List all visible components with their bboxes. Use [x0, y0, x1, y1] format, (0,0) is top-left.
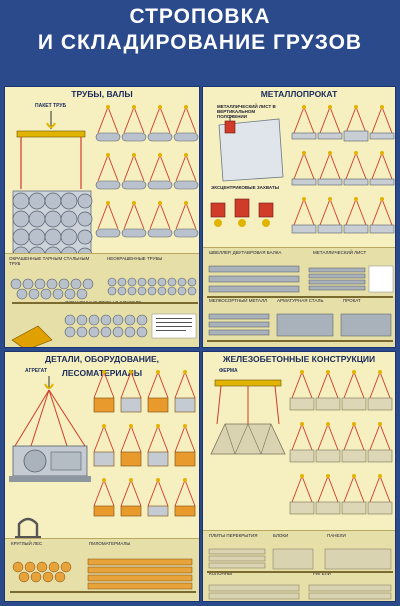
- pipes-storage-label-1: ОКРАШЕННЫЕ ТАРНЫМ СТАЛЬНЫМ ТРУБ: [9, 256, 90, 266]
- section-parts-title: ДЕТАЛИ, ОБОРУДОВАНИЕ, ЛЕСОМАТЕРИАЛЫ: [45, 354, 159, 378]
- section-pipes-title: ТРУБЫ, ВАЛЫ: [71, 89, 133, 99]
- metal-storage-label-3: МЕЛКОСОРТНЫЙ МЕТАЛЛ: [209, 298, 268, 303]
- section-pipes: ТРУБЫ, ВАЛЫ ПАКЕТ ТРУБ: [4, 86, 200, 348]
- section-metal-title: МЕТАЛЛОПРОКАТ: [260, 89, 338, 99]
- pipes-storage-strip: ОКРАШЕННЫЕ ТАРНЫМ СТАЛЬНЫМ ТРУБ НЕОКРАШЕ…: [5, 253, 199, 347]
- eccentric-grips-label: ЭКСЦЕНТРИКОВЫЕ ЗАХВАТЫ: [211, 185, 280, 190]
- concrete-storage-label-2: БЛОКИ: [273, 533, 289, 538]
- steel-sheet-label: МЕТАЛЛИЧЕСКИЙ ЛИСТ В ВЕРТИКАЛЬНОМ ПОЛОЖЕ…: [217, 104, 276, 119]
- shackle-icon: [15, 517, 41, 539]
- section-metal: МЕТАЛЛОПРОКАТ МЕТАЛЛИЧЕСКИЙ ЛИСТ В ВЕРТИ…: [202, 86, 396, 348]
- steel-sheet-icon: [218, 115, 284, 182]
- concrete-storage-label-5: РИГЕЛИ: [313, 571, 331, 576]
- eccentric-grips-icon: [210, 198, 274, 227]
- metal-stack-icon: [207, 265, 394, 342]
- metal-storage-label-4: АРМАТУРНАЯ СТАЛЬ: [277, 298, 324, 303]
- pipe-stack-icon: [10, 277, 198, 347]
- truss-label: ФЕРМА: [219, 368, 238, 374]
- metal-storage-label-5: ПРОКАТ: [343, 298, 361, 303]
- metal-storage-label-1: ШВЕЛЛЕР, ДВУТАВРОВАЯ БАЛКА: [209, 250, 282, 255]
- metal-sling-diagrams: [291, 105, 395, 234]
- concrete-storage-label-4: КОЛОННЫ: [209, 571, 232, 576]
- machine-unit-label: АГРЕГАТ: [25, 368, 48, 374]
- page-title: СТРОПОВКА И СКЛАДИРОВАНИЕ ГРУЗОВ: [0, 4, 400, 56]
- machine-unit-icon: [9, 376, 91, 482]
- concrete-storage-label-1: ПЛИТЫ ПЕРЕКРЫТИЯ: [209, 533, 258, 538]
- pipe-pack-label: ПАКЕТ ТРУБ: [35, 103, 67, 109]
- section-parts: ДЕТАЛИ, ОБОРУДОВАНИЕ, ЛЕСОМАТЕРИАЛЫ АГРЕ…: [4, 351, 200, 602]
- page-title-line1: СТРОПОВКА: [129, 5, 271, 28]
- metal-storage-label-2: МЕТАЛЛИЧЕСКИЙ ЛИСТ: [313, 250, 367, 255]
- parts-storage-label-1: КРУГЛЫЙ ЛЕС: [11, 541, 43, 546]
- concrete-storage-label-3: ПАНЕЛИ: [327, 533, 346, 538]
- parts-storage-label-2: ПИЛОМАТЕРИАЛЫ: [89, 541, 131, 546]
- concrete-sling-diagrams: [289, 370, 393, 515]
- truss-icon: [210, 379, 286, 455]
- page-title-line2: И СКЛАДИРОВАНИЕ ГРУЗОВ: [37, 31, 363, 54]
- pipe-bundle-icon: [12, 111, 93, 264]
- parts-sling-diagrams: [93, 370, 196, 517]
- concrete-stack-icon: [207, 548, 393, 600]
- section-concrete-title: ЖЕЛЕЗОБЕТОННЫЕ КОНСТРУКЦИИ: [222, 354, 376, 364]
- pipes-storage-label-2: НЕОКРАШЕННЫЕ ТРУБЫ: [107, 256, 163, 261]
- concrete-storage-strip: ПЛИТЫ ПЕРЕКРЫТИЯ БЛОКИ ПАНЕЛИ КОЛОННЫ РИ…: [203, 530, 395, 601]
- lumber-stack-icon: [10, 558, 196, 593]
- section-concrete: ЖЕЛЕЗОБЕТОННЫЕ КОНСТРУКЦИИ ФЕРМА: [202, 351, 396, 602]
- pipe-sling-diagrams: [95, 105, 199, 238]
- parts-storage-strip: КРУГЛЫЙ ЛЕС ПИЛОМАТЕРИАЛЫ: [5, 538, 199, 601]
- metal-storage-strip: ШВЕЛЛЕР, ДВУТАВРОВАЯ БАЛКА МЕТАЛЛИЧЕСКИЙ…: [203, 247, 395, 347]
